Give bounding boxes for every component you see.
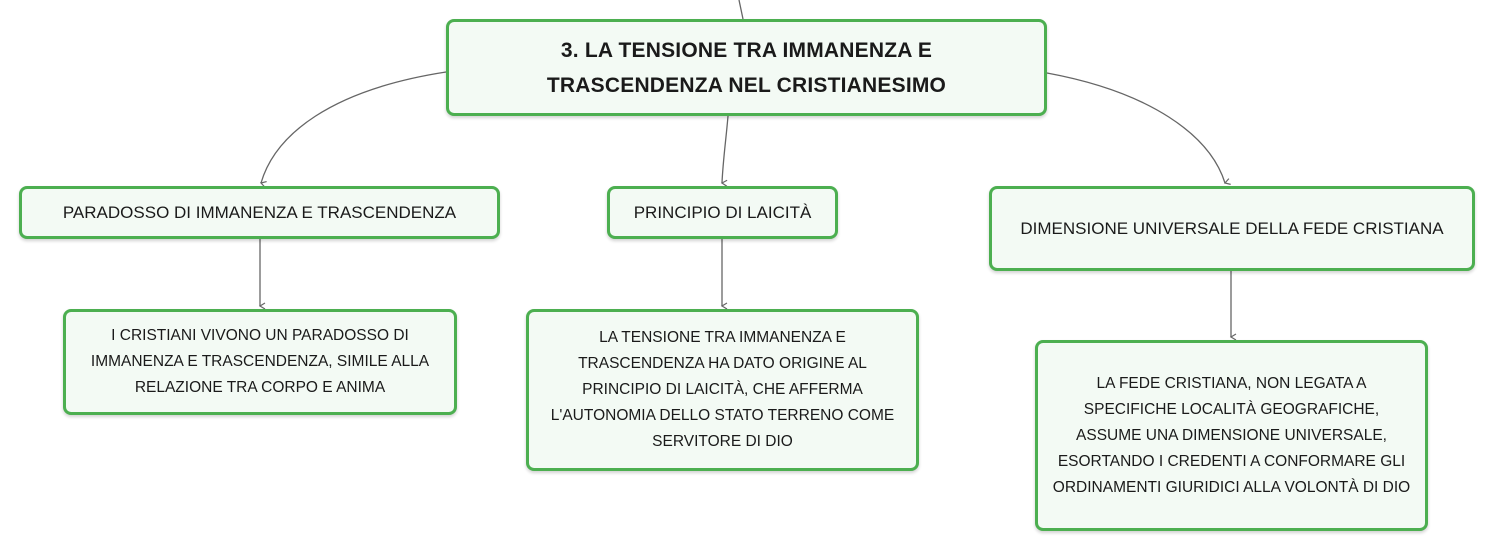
- root-topic-node[interactable]: 3. LA TENSIONE TRA IMMANENZA E TRASCENDE…: [446, 19, 1047, 116]
- connector-root-to-dimensione: [1046, 72, 1231, 185]
- detail-text-dimensione-universale: LA FEDE CRISTIANA, NON LEGATA A SPECIFIC…: [1052, 374, 1411, 496]
- detail-text-paradosso: I CRISTIANI VIVONO UN PARADOSSO DI IMMAN…: [90, 327, 430, 396]
- topic-label-dimensione-universale: DIMENSIONE UNIVERSALE DELLA FEDE CRISTIA…: [1020, 218, 1444, 238]
- topic-node-laicita[interactable]: PRINCIPIO DI LAICITÀ: [607, 186, 838, 239]
- topic-node-paradosso[interactable]: PARADOSSO DI IMMANENZA E TRASCENDENZA: [19, 186, 500, 239]
- detail-node-dimensione-universale[interactable]: LA FEDE CRISTIANA, NON LEGATA A SPECIFIC…: [1035, 340, 1428, 531]
- connector-root-to-laicita: [720, 115, 729, 187]
- connector-parent-to-root: [738, 0, 744, 20]
- topic-label-paradosso: PARADOSSO DI IMMANENZA E TRASCENDENZA: [62, 202, 457, 222]
- detail-text-laicita: LA TENSIONE TRA IMMANENZA E TRASCENDENZA…: [550, 329, 895, 450]
- detail-node-laicita[interactable]: LA TENSIONE TRA IMMANENZA E TRASCENDENZA…: [526, 309, 919, 471]
- connector-root-to-paradosso: [259, 71, 447, 188]
- detail-node-paradosso[interactable]: I CRISTIANI VIVONO UN PARADOSSO DI IMMAN…: [63, 309, 457, 415]
- root-topic-title: 3. LA TENSIONE TRA IMMANENZA E TRASCENDE…: [546, 38, 947, 97]
- topic-label-laicita: PRINCIPIO DI LAICITÀ: [633, 202, 812, 222]
- topic-node-dimensione-universale[interactable]: DIMENSIONE UNIVERSALE DELLA FEDE CRISTIA…: [989, 186, 1475, 271]
